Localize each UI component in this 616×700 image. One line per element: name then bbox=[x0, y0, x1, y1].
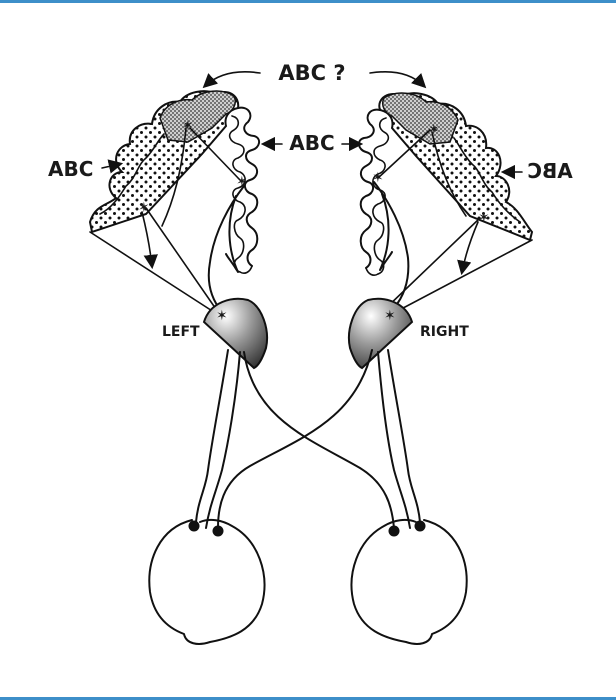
right-input-label-mirrored: ABC bbox=[527, 159, 572, 183]
right-vertical-link bbox=[431, 131, 467, 217]
right-star-node-3: ✶ bbox=[478, 210, 490, 226]
left-cortex-link-b bbox=[145, 207, 219, 313]
left-label: LEFT bbox=[162, 324, 200, 340]
left-input-arrow bbox=[101, 159, 124, 174]
left-star-node-3: ✶ bbox=[138, 200, 150, 216]
center-label: ABC bbox=[289, 131, 334, 155]
left-visual-field-line bbox=[89, 231, 221, 317]
right-medial-gyrus bbox=[358, 108, 381, 269]
right-cortex-link-a bbox=[377, 129, 431, 179]
right-cortex-link-b bbox=[383, 217, 481, 311]
left-eye-nasal-retina bbox=[212, 525, 224, 537]
left-thalamus bbox=[202, 297, 268, 370]
right-tract bbox=[373, 181, 410, 309]
question-arrow-left bbox=[202, 70, 261, 89]
left-thalamus-star: ✶ bbox=[216, 308, 228, 324]
right-star-node-2: ✶ bbox=[428, 122, 440, 138]
left-eye bbox=[148, 518, 266, 645]
right-eye-temporal-retina bbox=[414, 520, 426, 532]
right-thalamus bbox=[348, 297, 414, 370]
left-cortex bbox=[88, 90, 240, 234]
left-input-label: ABC bbox=[48, 157, 93, 181]
right-label: RIGHT bbox=[420, 324, 469, 340]
right-visual-field-line bbox=[387, 239, 533, 317]
right-thalamus-star: ✶ bbox=[384, 308, 396, 324]
left-medial-gyrus bbox=[237, 106, 260, 267]
question-arrow-right bbox=[369, 70, 427, 89]
left-vertical-link bbox=[161, 127, 187, 227]
right-eye bbox=[350, 518, 468, 645]
left-cortex-link-a bbox=[189, 127, 241, 181]
right-eye-nasal-retina bbox=[388, 525, 400, 537]
question-label: ABC ? bbox=[278, 61, 345, 85]
optic-pathways bbox=[195, 349, 421, 529]
left-down-arrow bbox=[141, 211, 158, 270]
left-star-node-2: ✶ bbox=[182, 118, 194, 134]
left-eye-temporal-retina bbox=[188, 520, 200, 532]
left-star-node-1: ✶ bbox=[236, 174, 248, 190]
right-down-arrow bbox=[457, 221, 479, 276]
left-tract bbox=[207, 185, 245, 313]
right-cortex bbox=[378, 92, 534, 242]
